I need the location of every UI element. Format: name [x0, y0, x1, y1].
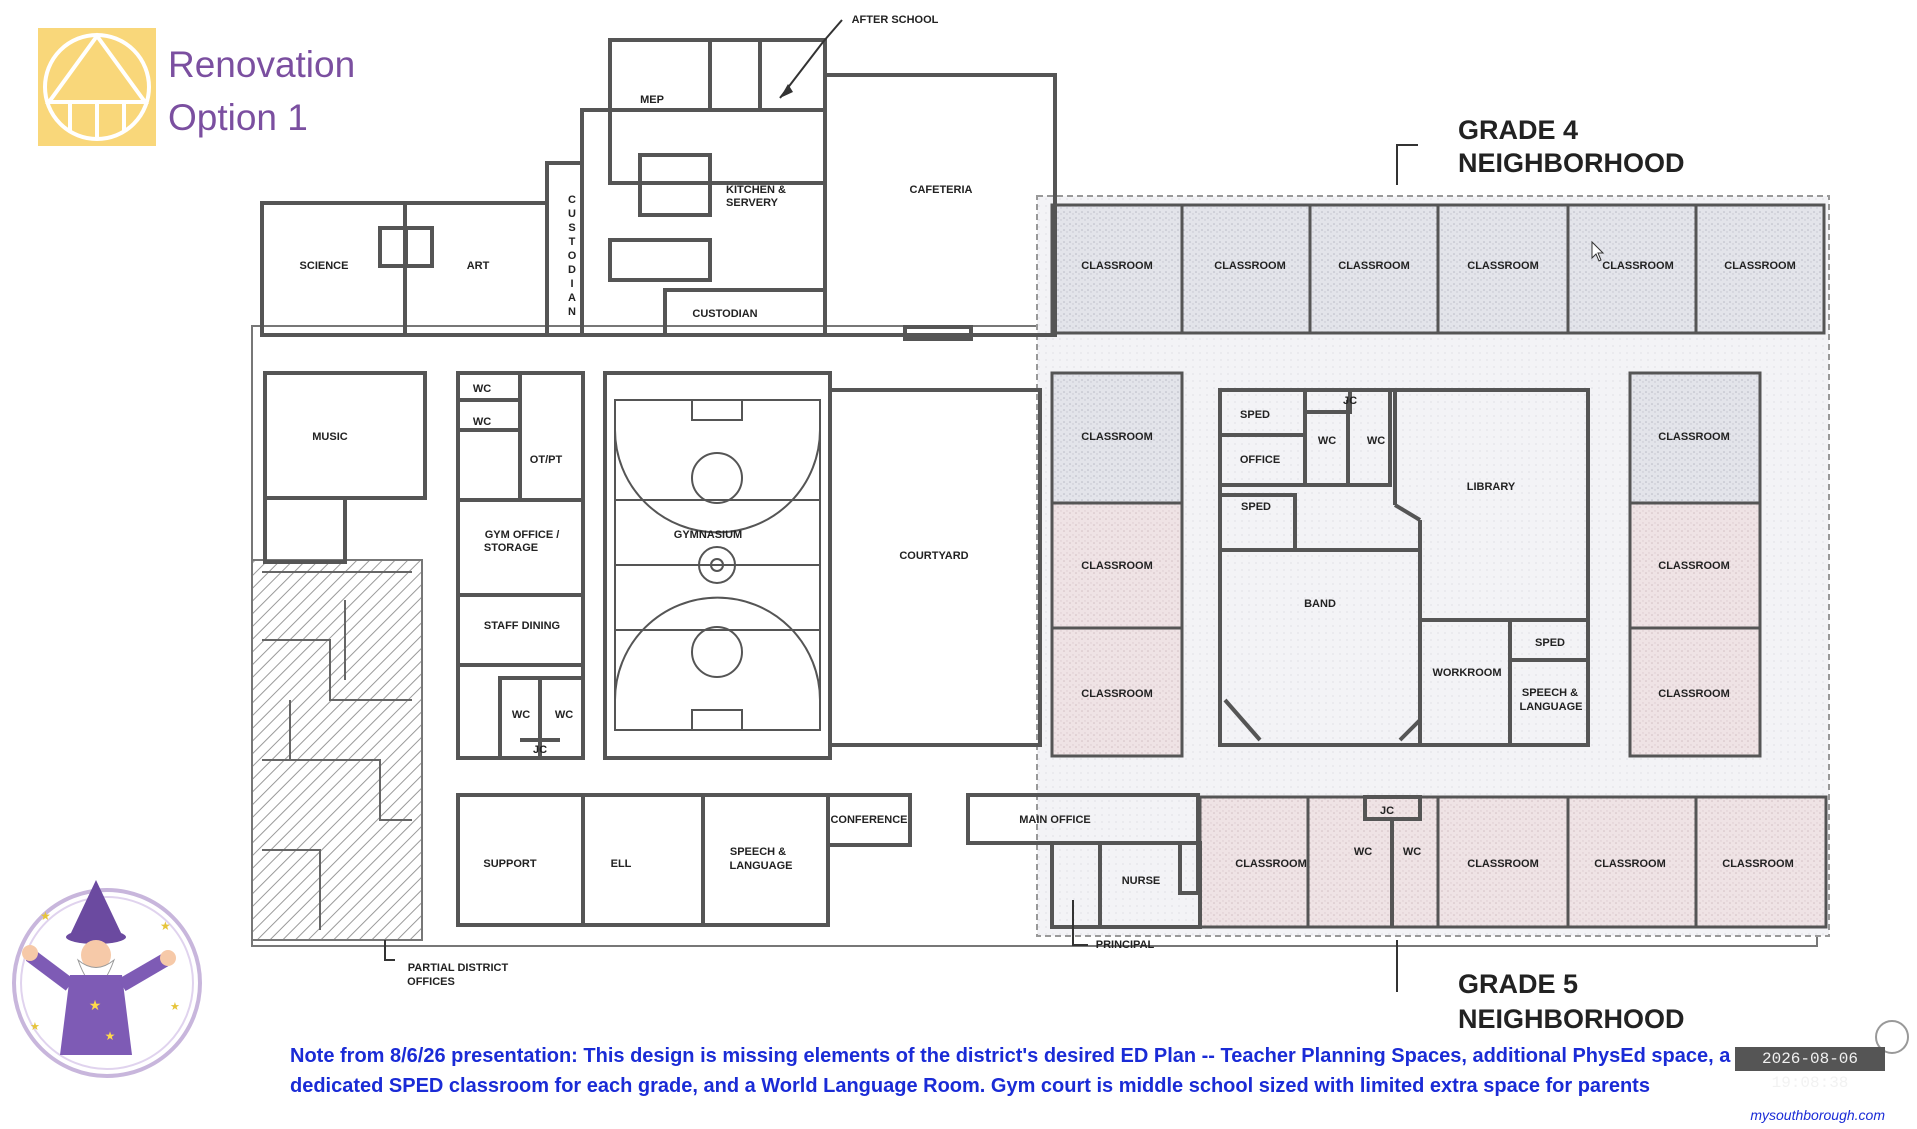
- workroom-label: WORKROOM: [1432, 667, 1501, 679]
- slide-title-line2: Option 1: [168, 97, 308, 138]
- svg-text:★: ★: [89, 997, 102, 1013]
- kitchen-label-1: KITCHEN &: [726, 184, 786, 196]
- jc-label: JC: [1343, 395, 1357, 407]
- svg-text:★: ★: [40, 909, 51, 923]
- wc-label: WC: [1403, 846, 1421, 858]
- band-label: BAND: [1304, 598, 1336, 610]
- library-label: LIBRARY: [1467, 481, 1516, 493]
- logo-icon: [38, 28, 156, 146]
- svg-text:D: D: [568, 264, 576, 276]
- classroom-label: CLASSROOM: [1658, 431, 1730, 443]
- slide-title: Renovation Option 1: [168, 38, 355, 144]
- kitchen-label-2: SERVERY: [726, 197, 779, 209]
- conference-label: CONFERENCE: [830, 814, 907, 826]
- staff-dining-label: STAFF DINING: [484, 620, 560, 632]
- classroom-label: CLASSROOM: [1214, 260, 1286, 272]
- ot-pt-label: OT/PT: [530, 454, 563, 466]
- gym-office-label-2: STORAGE: [484, 542, 538, 554]
- classroom-label: CLASSROOM: [1081, 688, 1153, 700]
- svg-text:★: ★: [170, 1001, 180, 1013]
- wizard-icon: ★ ★ ★ ★ ★ ★: [12, 880, 202, 1078]
- gymnasium-label: GYMNASIUM: [674, 529, 742, 541]
- website-credit: mysouthborough.com: [1750, 1107, 1885, 1123]
- gym-office-label-1: GYM OFFICE /: [485, 529, 560, 541]
- wc-label: WC: [1367, 435, 1385, 447]
- art-label: ART: [467, 260, 490, 272]
- nurse-label: NURSE: [1122, 875, 1161, 887]
- svg-text:S: S: [568, 222, 575, 234]
- main-office-label: MAIN OFFICE: [1019, 814, 1091, 826]
- wc-label: WC: [512, 709, 530, 721]
- grade4-label-2: NEIGHBORHOOD: [1458, 148, 1685, 178]
- classroom-label: CLASSROOM: [1602, 260, 1674, 272]
- science-label: SCIENCE: [300, 260, 349, 272]
- sped-label: SPED: [1535, 637, 1565, 649]
- classroom-label: CLASSROOM: [1722, 858, 1794, 870]
- classroom-label: CLASSROOM: [1594, 858, 1666, 870]
- svg-text:★: ★: [160, 919, 171, 933]
- wc-label: WC: [473, 383, 491, 395]
- custodian-label: CUSTODIAN: [692, 308, 757, 320]
- district-label-1: PARTIAL DISTRICT: [408, 962, 509, 974]
- svg-text:I: I: [570, 278, 573, 290]
- classroom-label: CLASSROOM: [1724, 260, 1796, 272]
- wc-label: WC: [1318, 435, 1336, 447]
- slide-title-line1: Renovation: [168, 44, 356, 85]
- after-school-label: AFTER SCHOOL: [852, 14, 939, 26]
- classroom-label: CLASSROOM: [1235, 858, 1307, 870]
- watermark-icon: [1875, 1020, 1909, 1054]
- classroom-label: CLASSROOM: [1658, 688, 1730, 700]
- courtyard-label: COURTYARD: [899, 550, 968, 562]
- sped-label: SPED: [1240, 409, 1270, 421]
- classroom-label: CLASSROOM: [1467, 260, 1539, 272]
- speech-label-1: SPEECH &: [730, 846, 786, 858]
- classroom-label: CLASSROOM: [1658, 560, 1730, 572]
- district-label-2: OFFICES: [407, 976, 455, 988]
- sped-label: SPED: [1241, 501, 1271, 513]
- wc-label: WC: [555, 709, 573, 721]
- speech-label-1: SPEECH &: [1522, 687, 1578, 699]
- cursor-icon: [1591, 240, 1605, 262]
- svg-text:A: A: [568, 292, 576, 304]
- music-label: MUSIC: [312, 431, 348, 443]
- classroom-label: CLASSROOM: [1081, 560, 1153, 572]
- svg-text:N: N: [568, 306, 576, 318]
- classroom-label: CLASSROOM: [1081, 260, 1153, 272]
- video-timestamp: 2026-08-06 19:08:38: [1735, 1047, 1885, 1092]
- svg-text:★: ★: [105, 1029, 116, 1043]
- classroom-label: CLASSROOM: [1467, 858, 1539, 870]
- principal-label: PRINCIPAL: [1096, 939, 1155, 951]
- presentation-note: Note from 8/6/26 presentation: This desi…: [290, 1045, 1731, 1097]
- speech-label-2: LANGUAGE: [730, 860, 793, 872]
- grade4-label-1: GRADE 4: [1458, 115, 1578, 145]
- svg-text:T: T: [569, 236, 576, 248]
- custodian-vertical-label: C U S T O D I A N: [568, 194, 577, 318]
- classroom-label: CLASSROOM: [1081, 431, 1153, 443]
- office-label: OFFICE: [1240, 454, 1280, 466]
- cafeteria-label: CAFETERIA: [910, 184, 973, 196]
- support-label: SUPPORT: [483, 858, 536, 870]
- svg-text:C: C: [568, 194, 576, 206]
- grade5-label-2: NEIGHBORHOOD: [1458, 1004, 1685, 1034]
- speech-label-2: LANGUAGE: [1520, 701, 1583, 713]
- jc-label: JC: [1380, 805, 1394, 817]
- jc-label: JC: [533, 744, 547, 756]
- svg-text:O: O: [568, 250, 577, 262]
- svg-text:U: U: [568, 208, 576, 220]
- mep-label: MEP: [640, 94, 664, 106]
- svg-text:★: ★: [30, 1021, 40, 1033]
- ell-label: ELL: [611, 858, 632, 870]
- wc-label: WC: [473, 416, 491, 428]
- grade5-label-1: GRADE 5: [1458, 969, 1578, 999]
- classroom-label: CLASSROOM: [1338, 260, 1410, 272]
- wc-label: WC: [1354, 846, 1372, 858]
